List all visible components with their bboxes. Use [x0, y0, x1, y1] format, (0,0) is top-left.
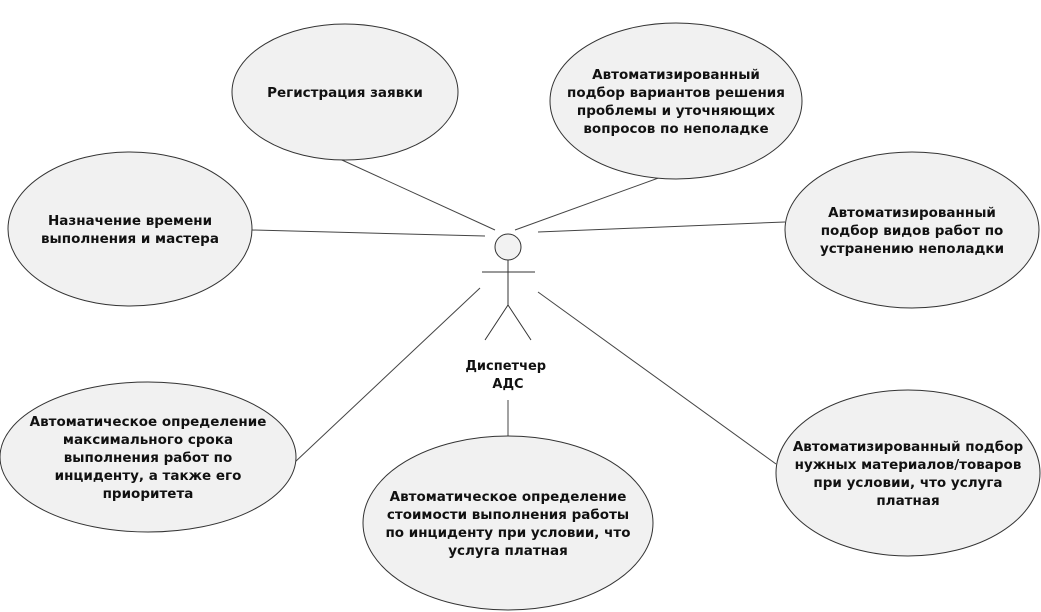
use-case-label-line: приоритета — [103, 486, 194, 502]
association-line-auto-selection-work-types — [537, 221, 786, 233]
use-case-ellipse — [775, 389, 1041, 557]
use-case-auto-cost: Автоматическое определение стоимости выпо… — [362, 435, 654, 611]
actor-name-line: АДС — [492, 377, 523, 392]
actor-name: Диспетчер АДС — [465, 359, 550, 392]
association-line-registration — [319, 149, 496, 231]
use-case-label-line: устранению неполадки — [820, 241, 1004, 257]
use-case-registration: Регистрация заявки — [231, 23, 459, 161]
actor-name-line: Диспетчер — [465, 359, 546, 374]
use-case-label-line: Автоматизированный подбор — [793, 439, 1024, 455]
use-case-label: Регистрация заявки — [267, 85, 423, 101]
use-case-label-line: проблемы и уточняющих — [577, 103, 776, 119]
use-case-label-line: Автоматическое определение — [390, 489, 627, 505]
use-case-label-line: стоимости выполнения работы — [387, 507, 629, 523]
use-case-auto-max-deadline: Автоматическое определение максимального … — [0, 381, 297, 533]
use-case-label-line: при условии, что услуга — [813, 475, 1002, 491]
use-case-assign-time-master: Назначение времени выполнения и мастера — [7, 151, 253, 307]
use-case-label-line: Автоматизированный — [828, 205, 996, 221]
use-case-label-line: выполнения работ по — [64, 450, 232, 466]
use-case-label-line: Назначение времени — [48, 213, 212, 229]
use-case-label-line: вопросов по неполадке — [583, 121, 768, 137]
use-case-ellipse — [231, 23, 459, 161]
use-case-label: Автоматизированный подбор нужных материал… — [793, 439, 1024, 509]
use-case-label: Автоматическое определение максимального … — [30, 414, 267, 502]
use-case-label-line: подбор вариантов решения — [567, 85, 785, 101]
association-line-assign-time-master — [251, 229, 486, 237]
use-case-ellipse — [549, 22, 803, 180]
use-case-label-line: платная — [876, 493, 939, 509]
use-case-ellipse — [784, 151, 1040, 309]
use-case-auto-selection-materials: Автоматизированный подбор нужных материал… — [775, 389, 1041, 557]
use-case-label: Назначение времени выполнения и мастера — [41, 213, 219, 247]
use-case-label-line: максимального срока — [63, 432, 233, 448]
use-case-ellipse — [0, 381, 297, 533]
use-case-label-line: Автоматизированный — [592, 67, 760, 83]
use-case-label-line: Регистрация заявки — [267, 85, 423, 101]
use-case-label: Автоматизированный подбор вариантов решен… — [567, 67, 785, 137]
use-case-ellipse — [7, 151, 253, 307]
use-case-label-line: инциденту, а также его — [55, 468, 242, 484]
use-case-label-line: услуга платная — [448, 543, 568, 559]
association-line-auto-selection-solutions — [514, 171, 676, 231]
use-case-auto-selection-solutions: Автоматизированный подбор вариантов решен… — [549, 22, 803, 180]
use-case-ellipse — [362, 435, 654, 611]
use-case-label-line: нужных материалов/товаров — [795, 457, 1022, 473]
association-line-auto-max-deadline — [294, 287, 481, 463]
use-case-label-line: по инциденту при условии, что — [385, 525, 630, 541]
actor-stick-figure-icon — [482, 233, 535, 341]
use-case-label: Автоматическое определение стоимости выпо… — [385, 489, 630, 559]
use-case-label-line: подбор видов работ по — [821, 223, 1004, 239]
use-case-auto-selection-work-types: Автоматизированный подбор видов работ по у… — [784, 151, 1040, 309]
use-case-label: Автоматизированный подбор видов работ по у… — [820, 205, 1004, 257]
association-line-auto-selection-materials — [537, 291, 777, 465]
use-case-label-line: Автоматическое определение — [30, 414, 267, 430]
use-case-label-line: выполнения и мастера — [41, 231, 219, 247]
